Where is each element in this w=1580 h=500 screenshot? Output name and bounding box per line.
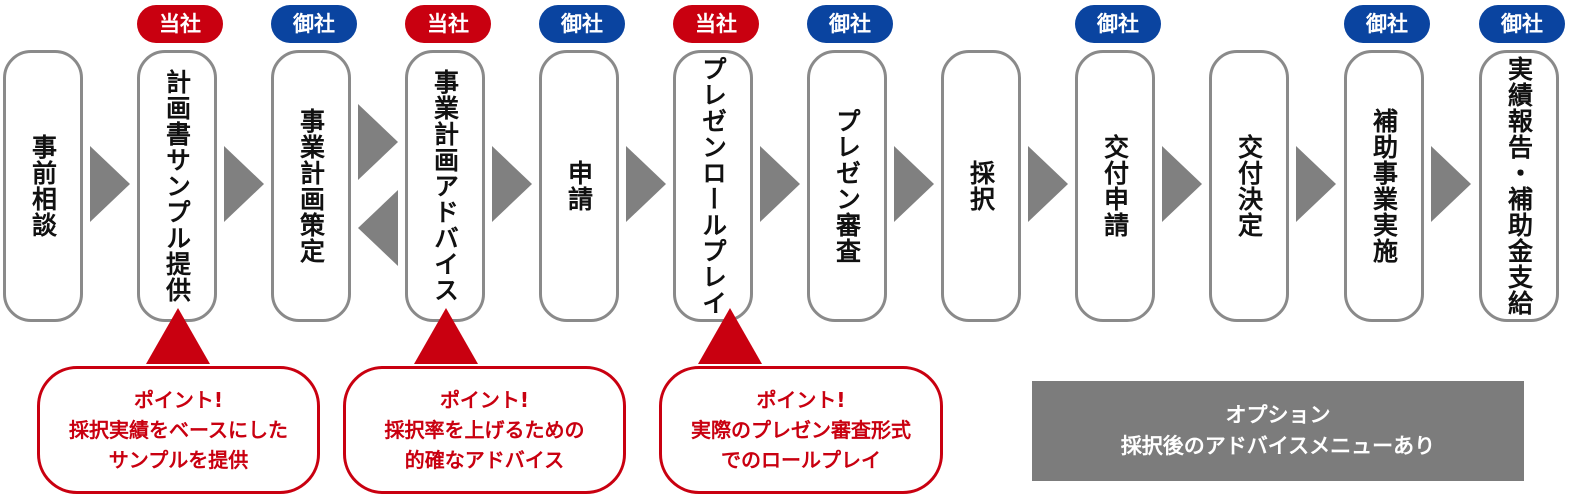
step-label: 補助事業実施	[1369, 108, 1399, 264]
arrow-right-icon	[358, 104, 398, 180]
badge-ours-step-4: 当社	[405, 5, 491, 43]
step-10-grant-decision: 交付決定	[1209, 50, 1289, 322]
point-text: サンプルを提供	[108, 448, 249, 472]
arrow-right-icon	[1296, 146, 1336, 222]
step-label: プレゼン審査	[832, 108, 862, 264]
option-title: オプション	[1225, 402, 1331, 427]
step-8-adoption: 採択	[941, 50, 1021, 322]
point-text: 採択実績をベースにした	[69, 418, 288, 442]
pointer-up-icon	[146, 308, 210, 364]
step-label: プレゼンロールプレイ	[698, 56, 728, 316]
step-label: 実績報告・補助金支給	[1504, 56, 1534, 316]
step-5-application: 申請	[539, 50, 619, 322]
step-label: 事業計画アドバイス	[430, 69, 460, 303]
point-text: 的確なアドバイス	[404, 448, 565, 472]
point-box-roleplay: ポイント! 実際のプレゼン審査形式 でのロールプレイ	[659, 366, 943, 494]
step-label: 事業計画策定	[296, 108, 326, 264]
badge-yours-step-3: 御社	[271, 5, 357, 43]
step-1-consultation: 事前相談	[3, 50, 83, 322]
point-text: 採択率を上げるための	[384, 418, 585, 442]
arrow-right-icon	[894, 146, 934, 222]
step-label: 採択	[966, 160, 996, 212]
pointer-up-icon	[414, 308, 478, 364]
point-box-advice: ポイント! 採択率を上げるための 的確なアドバイス	[343, 366, 626, 494]
point-heading: ポイント!	[439, 388, 530, 412]
badge-yours-step-11: 御社	[1344, 5, 1430, 43]
step-4-plan-advice: 事業計画アドバイス	[405, 50, 485, 322]
step-11-implementation: 補助事業実施	[1344, 50, 1424, 322]
arrow-right-icon	[1162, 146, 1202, 222]
badge-ours-step-6: 当社	[673, 5, 759, 43]
arrow-right-icon	[760, 146, 800, 222]
badge-ours-step-2: 当社	[137, 5, 223, 43]
arrow-right-icon	[1028, 146, 1068, 222]
point-heading: ポイント!	[756, 388, 846, 412]
arrow-right-icon	[492, 146, 532, 222]
arrow-right-icon	[1431, 146, 1471, 222]
point-text: でのロールプレイ	[721, 448, 881, 472]
step-label: 交付決定	[1234, 134, 1264, 238]
option-box: オプション 採択後のアドバイスメニューあり	[1032, 381, 1524, 481]
step-6-roleplay: プレゼンロールプレイ	[673, 50, 753, 322]
point-heading: ポイント!	[133, 388, 224, 412]
pointer-up-icon	[698, 308, 762, 364]
step-label: 申請	[564, 160, 594, 212]
badge-yours-step-5: 御社	[539, 5, 625, 43]
arrow-right-icon	[626, 146, 666, 222]
badge-yours-step-9: 御社	[1075, 5, 1161, 43]
step-7-presentation: プレゼン審査	[807, 50, 887, 322]
arrow-right-icon	[90, 146, 130, 222]
step-2-sample: 計画書サンプル提供	[137, 50, 217, 322]
arrow-left-icon	[358, 190, 398, 266]
step-12-report-payment: 実績報告・補助金支給	[1479, 50, 1559, 322]
option-text: 採択後のアドバイスメニューあり	[1120, 434, 1436, 458]
step-label: 交付申請	[1100, 134, 1130, 238]
arrow-right-icon	[224, 146, 264, 222]
badge-yours-step-12: 御社	[1479, 5, 1565, 43]
step-3-plan: 事業計画策定	[271, 50, 351, 322]
step-label: 計画書サンプル提供	[162, 69, 192, 303]
point-text: 実際のプレゼン審査形式	[691, 418, 911, 442]
step-9-grant-application: 交付申請	[1075, 50, 1155, 322]
badge-yours-step-7: 御社	[807, 5, 893, 43]
point-box-sample: ポイント! 採択実績をベースにした サンプルを提供	[37, 366, 320, 494]
step-label: 事前相談	[28, 134, 58, 238]
